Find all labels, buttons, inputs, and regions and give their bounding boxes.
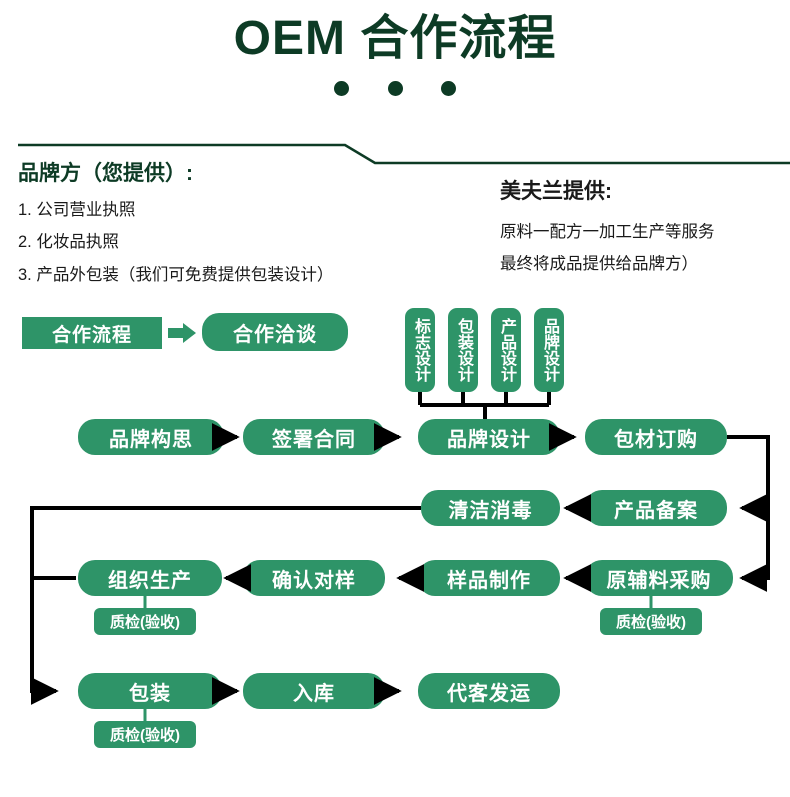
brand-requirement-item: 2. 化妆品执照: [18, 233, 119, 252]
flow-node-organize-production[interactable]: 组织生产: [78, 560, 222, 596]
section-divider: [18, 143, 790, 165]
right-rail-connector: [727, 435, 770, 592]
dot-icon: [440, 81, 456, 97]
flow-node-packaging-order[interactable]: 包材订购: [585, 419, 727, 455]
flow-node-packaging[interactable]: 包装: [78, 673, 222, 709]
flow-node-product-design[interactable]: 产品设计: [491, 308, 521, 392]
flow-node-cleaning-disinfection[interactable]: 清洁消毒: [421, 490, 560, 526]
flow-node-sample-making[interactable]: 样品制作: [418, 560, 560, 596]
qc-badge-raw-material: 质检(验收): [600, 608, 702, 635]
page-title: OEM 合作流程: [233, 12, 557, 65]
qc-badge-organize-production: 质检(验收): [94, 608, 196, 635]
flow-node-brand-design[interactable]: 品牌设计: [418, 419, 560, 455]
legend-arrow-icon: [168, 323, 196, 343]
flow-node-warehousing[interactable]: 入库: [243, 673, 385, 709]
flow-node-raw-material-purchase[interactable]: 原辅料采购: [585, 560, 733, 596]
left-rail-connector: [30, 506, 421, 705]
flow-node-brand-concept[interactable]: 品牌构思: [78, 419, 224, 455]
brand-requirements-block: 品牌方（您提供）: 1. 公司营业执照 2. 化妆品执照 3. 产品外包装（我们…: [18, 160, 333, 291]
flow-node-brand-design-vertical[interactable]: 品牌设计: [534, 308, 564, 392]
brand-requirements-heading: 品牌方（您提供）:: [18, 162, 193, 185]
flow-node-package-design[interactable]: 包装设计: [448, 308, 478, 392]
dot-icon: [334, 81, 350, 97]
legend-label-cooperation-process: 合作流程: [22, 317, 162, 349]
flow-node-sign-contract[interactable]: 签署合同: [243, 419, 385, 455]
supplier-offering-item: 原料一配方一加工生产等服务: [500, 223, 715, 242]
brand-requirement-item: 1. 公司营业执照: [18, 201, 136, 220]
brand-requirement-item: 3. 产品外包装（我们可免费提供包装设计）: [18, 265, 334, 284]
supplier-offering-block: 美夫兰提供: 原料一配方一加工生产等服务 最终将成品提供给品牌方）: [500, 178, 715, 281]
supplier-offering-heading: 美夫兰提供:: [500, 180, 612, 203]
title-dots: [0, 80, 790, 98]
qc-badge-packaging: 质检(验收): [94, 721, 196, 748]
flow-node-cooperation-negotiation[interactable]: 合作洽谈: [202, 313, 348, 351]
supplier-offering-item: 最终将成品提供给品牌方）: [500, 255, 698, 274]
flow-node-product-filing[interactable]: 产品备案: [585, 490, 727, 526]
flow-node-confirm-sample[interactable]: 确认对样: [243, 560, 385, 596]
dot-icon: [387, 81, 403, 97]
flow-node-logo-design[interactable]: 标志设计: [405, 308, 435, 392]
design-group-comb-connector: [418, 392, 551, 419]
flow-node-drop-shipping[interactable]: 代客发运: [418, 673, 560, 709]
